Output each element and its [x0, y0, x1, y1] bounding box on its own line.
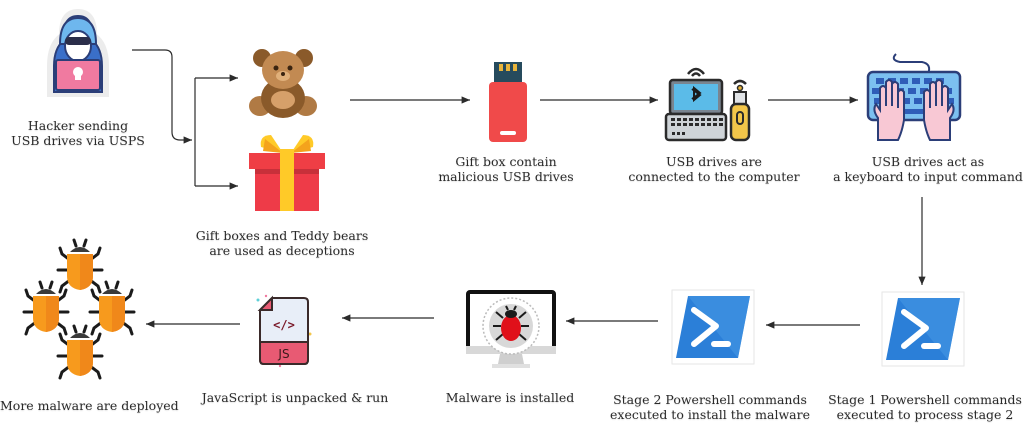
- label-stage1: Stage 1 Powershell commands executed to …: [826, 392, 1024, 422]
- label-deployed: More malware are deployed: [0, 398, 179, 413]
- bugs-swarm-icon: [22, 238, 136, 380]
- laptop-bluetooth-usb-icon: [664, 67, 751, 142]
- powershell-icon: [671, 289, 755, 365]
- label-javascript: JavaScript is unpacked & run: [200, 390, 390, 405]
- code-glyph: </>: [273, 318, 295, 332]
- label-line: executed to process stage 2: [836, 407, 1014, 422]
- teddy-bear-icon: [249, 49, 317, 118]
- bug-top: [56, 238, 104, 294]
- label-line: More malware are deployed: [0, 398, 179, 413]
- gift-box-icon: [249, 135, 325, 211]
- label-line: Hacker sending: [27, 118, 129, 133]
- label-line: JavaScript is unpacked & run: [201, 390, 389, 405]
- label-line: malicious USB drives: [438, 169, 574, 184]
- label-line: executed to install the malware: [610, 407, 810, 422]
- arrow-hacker-to-split: [132, 49, 192, 144]
- keyboard-hands-icon: [866, 53, 962, 141]
- powershell-icon: [881, 291, 965, 367]
- label-line: a keyboard to input command: [833, 169, 1023, 184]
- label-line: are used as deceptions: [209, 243, 355, 258]
- label-line: Gift box contain: [455, 154, 557, 169]
- label-line: USB drives via USPS: [11, 133, 145, 148]
- label-hacker: Hacker sending USB drives via USPS: [0, 118, 156, 148]
- label-line: connected to the computer: [628, 169, 800, 184]
- label-connected: USB drives are connected to the computer: [624, 154, 804, 184]
- label-line: USB drives act as: [871, 154, 985, 169]
- label-keyboard: USB drives act as a keyboard to input co…: [832, 154, 1024, 184]
- monitor-bug-icon: [466, 290, 556, 368]
- label-line: Malware is installed: [445, 390, 575, 405]
- label-line: Stage 1 Powershell commands: [828, 392, 1022, 407]
- js-text: JS: [277, 347, 289, 361]
- label-line: USB drives are: [666, 154, 762, 169]
- bug-right: [88, 280, 136, 336]
- label-deceptions: Gift boxes and Teddy bears are used as d…: [190, 228, 374, 258]
- label-usb: Gift box contain malicious USB drives: [436, 154, 576, 184]
- label-line: Gift boxes and Teddy bears: [195, 228, 369, 243]
- usb-drive-icon: [489, 62, 527, 142]
- label-stage2: Stage 2 Powershell commands executed to …: [604, 392, 816, 422]
- label-installed: Malware is installed: [440, 390, 580, 405]
- js-file-icon: </> JS: [256, 294, 312, 368]
- hacker-icon: [47, 8, 109, 97]
- label-line: Stage 2 Powershell commands: [613, 392, 807, 407]
